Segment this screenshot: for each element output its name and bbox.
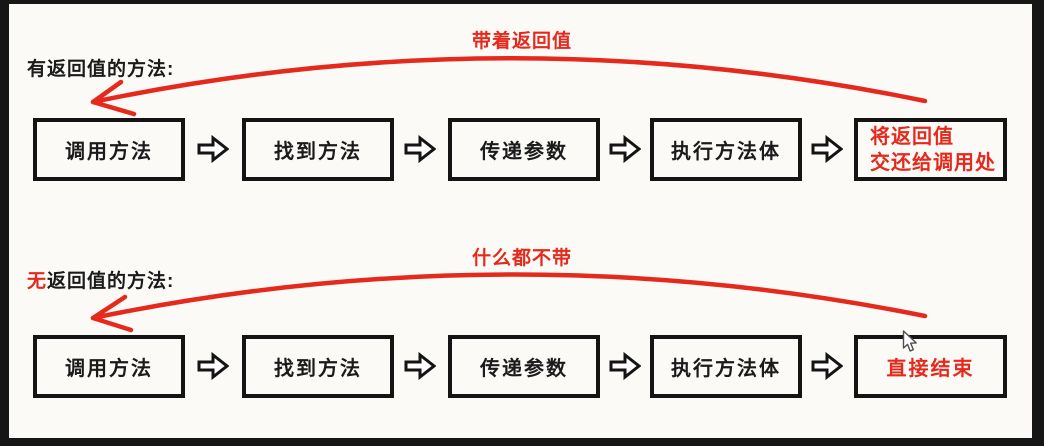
row-title-without-return: 无返回值的方法:	[27, 266, 174, 293]
frame-border-top	[0, 0, 1044, 4]
flow-step-box-find-method: 找到方法	[242, 335, 394, 398]
step-arrow-icon	[404, 135, 436, 163]
step-arrow-icon	[811, 135, 843, 163]
mouse-cursor-icon	[902, 330, 917, 352]
flow-step-box-execute-body: 执行方法体	[650, 335, 802, 398]
flow-step-box-pass-params: 传递参数	[448, 335, 600, 398]
row-title-text: 返回值的方法:	[47, 271, 175, 292]
step-arrow-icon	[609, 135, 641, 163]
step-arrow-icon	[811, 352, 843, 380]
frame-border-left	[0, 0, 9, 446]
step-arrow-icon	[609, 352, 641, 380]
step-arrow-icon	[197, 352, 229, 380]
flow-step-box-return-value: 将返回值 交还给调用处	[854, 118, 1007, 181]
step-arrow-icon	[197, 135, 229, 163]
flow-step-box-pass-params: 传递参数	[448, 118, 600, 181]
flow-step-box-call-method: 调用方法	[33, 335, 185, 398]
curve-caption-with-return: 带着返回值	[471, 31, 572, 52]
flow-step-box-execute-body: 执行方法体	[650, 118, 802, 181]
row-title-text: 有返回值的方法:	[27, 59, 175, 80]
frame-border-right	[1032, 0, 1044, 446]
flow-step-box-direct-end: 直接结束	[854, 335, 1007, 398]
row-title-accent: 无	[27, 271, 48, 292]
no-return-curve-arrow	[90, 272, 928, 333]
frame-border-bottom	[0, 438, 1044, 446]
flow-step-box-find-method: 找到方法	[242, 118, 394, 181]
curve-caption-without-return: 什么都不带	[471, 248, 572, 269]
row-title-with-return: 有返回值的方法:	[27, 54, 174, 81]
return-value-curve-arrow	[90, 56, 928, 117]
step-arrow-icon	[404, 352, 436, 380]
flow-step-box-call-method: 调用方法	[33, 118, 185, 181]
